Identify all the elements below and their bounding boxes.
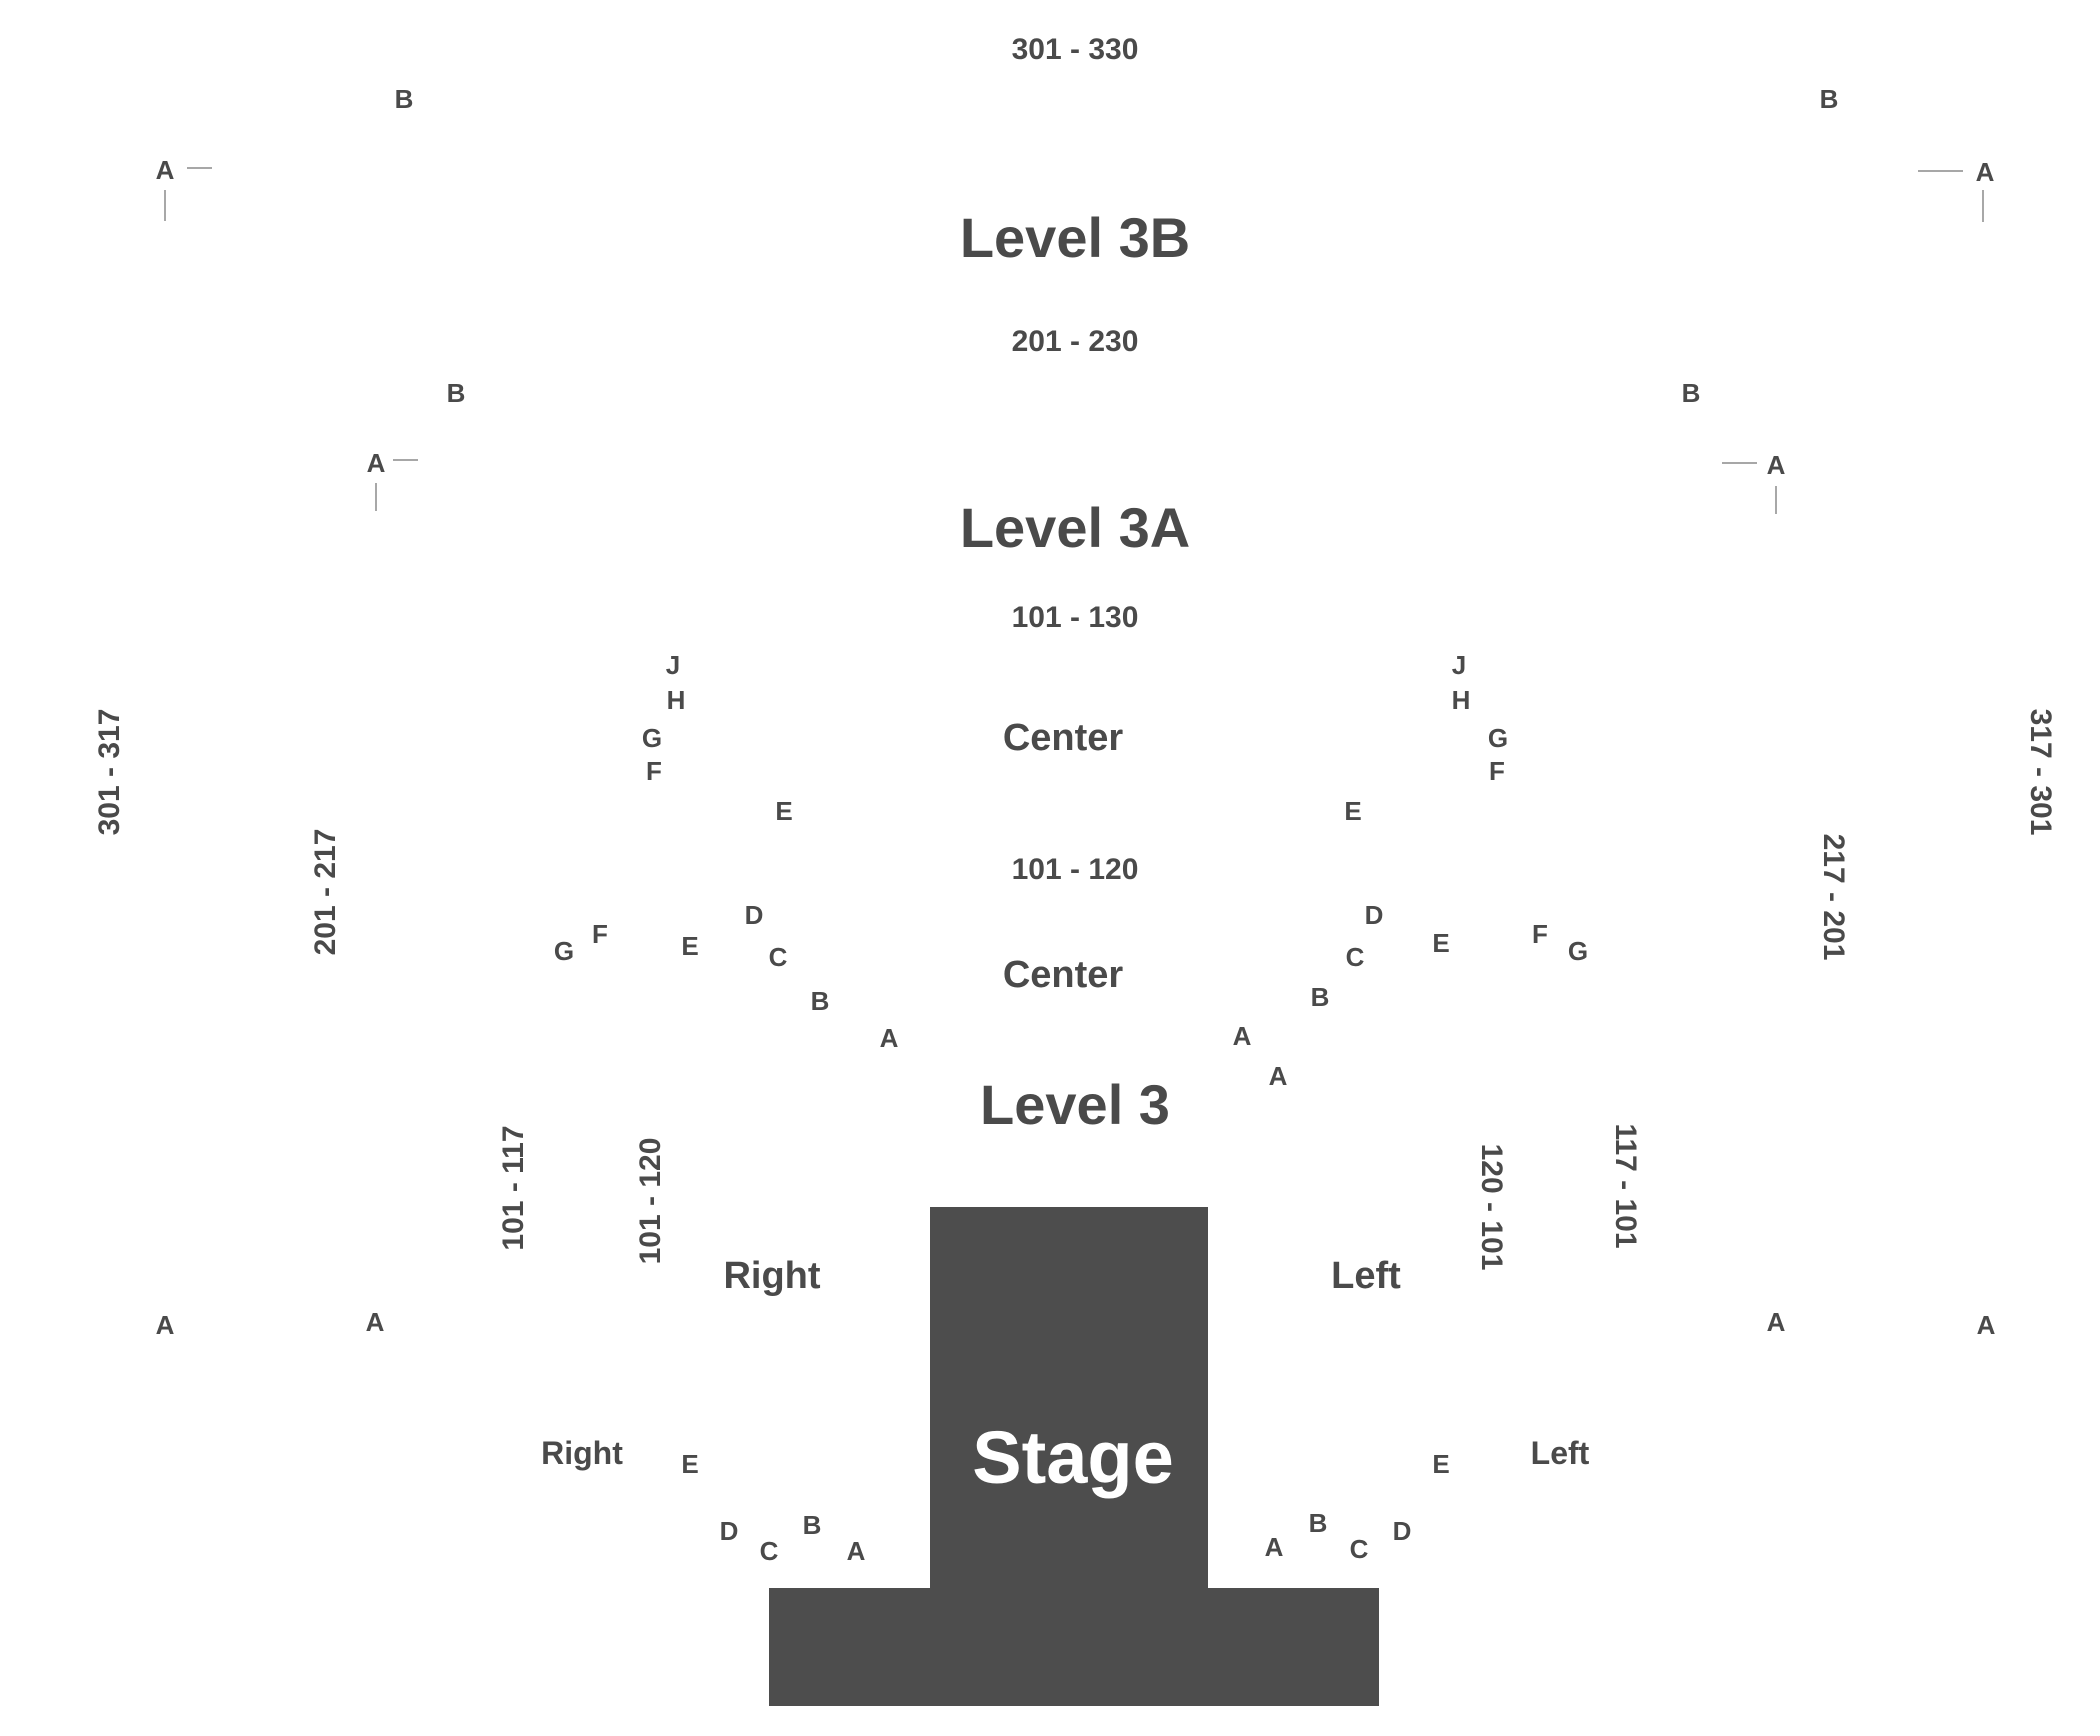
- seat-range-label: 201 - 230: [1011, 325, 1139, 358]
- row-label-d: D: [1392, 1516, 1412, 1546]
- seat-range-label: 301 - 330: [1011, 33, 1139, 66]
- row-label-b: B: [802, 1510, 822, 1540]
- row-label-a: A: [1264, 1532, 1284, 1562]
- level-3a-label: Level 3A: [959, 496, 1191, 559]
- row-label-a: A: [1268, 1061, 1288, 1091]
- row-label-a: A: [1766, 1307, 1786, 1337]
- section-center-label: Center: [1002, 954, 1124, 996]
- seat-range-label: 301 - 317: [93, 708, 126, 836]
- seat-range-label: 101 - 120: [634, 1137, 667, 1265]
- row-label-d: D: [719, 1516, 739, 1546]
- row-label-c: C: [1345, 942, 1365, 972]
- row-label-e: E: [681, 931, 699, 961]
- row-label-e: E: [1432, 1449, 1450, 1479]
- row-label-h: H: [666, 685, 686, 715]
- seat-range-label: 117 - 101: [1609, 1123, 1642, 1249]
- row-label-a: A: [1766, 450, 1786, 480]
- section-right-label: Right: [541, 1435, 623, 1471]
- row-label-b: B: [810, 986, 830, 1016]
- row-label-b: B: [1681, 378, 1701, 408]
- row-label-d: D: [744, 900, 764, 930]
- seat-range-label: 201 - 217: [309, 828, 342, 956]
- row-label-f: F: [1532, 919, 1548, 949]
- seat-range-label: 317 - 301: [2024, 708, 2057, 836]
- row-label-a: A: [1232, 1021, 1252, 1051]
- seat-range-label: 101 - 117: [497, 1125, 530, 1251]
- seat-range-label: 101 - 130: [1011, 601, 1139, 634]
- seat-range-label: 120 - 101: [1475, 1143, 1508, 1271]
- row-label-a: A: [366, 448, 386, 478]
- row-label-g: G: [553, 936, 575, 966]
- row-label-e: E: [1344, 796, 1362, 826]
- row-label-b: B: [394, 84, 414, 114]
- row-label-a: A: [879, 1023, 899, 1053]
- row-label-a: A: [846, 1536, 866, 1566]
- stage-label: Stage: [972, 1416, 1174, 1499]
- section-left-label: Left: [1530, 1435, 1590, 1471]
- seat-range-label: 101 - 120: [1011, 853, 1139, 886]
- row-label-b: B: [1310, 982, 1330, 1012]
- row-label-j: J: [1451, 650, 1467, 680]
- level-3-label: Level 3: [980, 1073, 1170, 1136]
- row-label-g: G: [1487, 723, 1509, 753]
- row-label-g: G: [641, 723, 663, 753]
- stage-shape: [769, 1207, 1379, 1706]
- row-label-f: F: [592, 919, 608, 949]
- row-label-b: B: [1308, 1508, 1328, 1538]
- row-label-a: A: [155, 155, 175, 185]
- row-label-h: H: [1451, 685, 1471, 715]
- section-center-label: Center: [1002, 717, 1124, 759]
- level-3b-label: Level 3B: [959, 206, 1191, 269]
- row-label-c: C: [768, 942, 788, 972]
- row-label-a: A: [1976, 1310, 1996, 1340]
- row-label-f: F: [1489, 756, 1505, 786]
- aisle-guide-lines: [164, 167, 1984, 514]
- row-label-c: C: [759, 1536, 779, 1566]
- row-label-e: E: [775, 796, 793, 826]
- row-label-a: A: [365, 1307, 385, 1337]
- row-label-g: G: [1567, 936, 1589, 966]
- row-label-a: A: [1975, 157, 1995, 187]
- row-label-j: J: [665, 650, 681, 680]
- row-label-b: B: [446, 378, 466, 408]
- seat-range-label: 217 - 201: [1817, 833, 1850, 961]
- row-label-e: E: [681, 1449, 699, 1479]
- section-right-label: Right: [723, 1255, 821, 1297]
- section-left-label: Left: [1331, 1255, 1401, 1297]
- row-label-f: F: [646, 756, 662, 786]
- row-label-e: E: [1432, 928, 1450, 958]
- row-label-c: C: [1349, 1534, 1369, 1564]
- row-label-a: A: [155, 1310, 175, 1340]
- row-label-b: B: [1819, 84, 1839, 114]
- row-label-d: D: [1364, 900, 1384, 930]
